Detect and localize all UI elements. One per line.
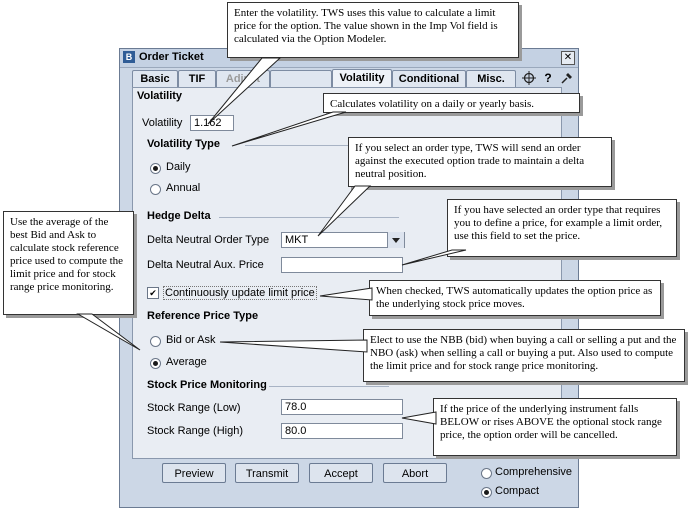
stock-monitoring-heading: Stock Price Monitoring (147, 379, 267, 391)
stock-range-high-label: Stock Range (High) (147, 425, 243, 437)
average-label: Average (166, 356, 207, 368)
radio-compact[interactable] (481, 487, 492, 498)
radio-bid-or-ask[interactable] (150, 336, 161, 347)
comprehensive-label: Comprehensive (495, 466, 573, 478)
compact-label: Compact (495, 485, 540, 497)
divider (245, 145, 405, 146)
pin-icon[interactable] (560, 71, 574, 85)
transmit-button[interactable]: Transmit (235, 463, 299, 483)
bid-or-ask-label: Bid or Ask (166, 334, 216, 346)
pointer-order-type (317, 185, 372, 237)
pointer-stock-range (401, 411, 437, 425)
callout-average: Use the average of the best Bid and Ask … (3, 211, 134, 315)
stock-range-low-label: Stock Range (Low) (147, 402, 241, 414)
pointer-average (76, 313, 141, 351)
continuous-update-label: Continuously update limit price (163, 286, 317, 300)
pointer-vol-type (231, 111, 347, 147)
divider (269, 386, 389, 387)
radio-average[interactable] (150, 358, 161, 369)
volatility-label: Volatility (142, 117, 183, 129)
radio-annual[interactable] (150, 184, 161, 195)
hedge-delta-heading: Hedge Delta (147, 210, 211, 222)
pointer-continuous (319, 287, 373, 301)
pointer-bid-ask (219, 339, 368, 353)
stock-range-low-input[interactable]: 78.0 (281, 399, 403, 415)
callout-volatility: Enter the volatility. TWS uses this valu… (227, 2, 519, 58)
accept-button[interactable]: Accept (309, 463, 373, 483)
callout-vol-type: Calculates volatility on a daily or year… (323, 93, 580, 113)
chevron-down-icon[interactable] (387, 232, 404, 248)
callout-aux-price: If you have selected an order type that … (447, 199, 677, 257)
volatility-input[interactable]: 1.162 (190, 115, 234, 131)
tab-volatility[interactable]: Volatility (332, 69, 392, 89)
volatility-heading: Volatility (137, 90, 183, 102)
close-button[interactable]: ✕ (561, 51, 575, 65)
radio-comprehensive[interactable] (481, 468, 492, 479)
order-type-select[interactable]: MKT (281, 232, 405, 248)
volatility-type-heading: Volatility Type (147, 138, 220, 150)
callout-continuous: When checked, TWS automatically updates … (369, 280, 661, 316)
callout-stock-range: If the price of the underlying instrumen… (433, 398, 677, 456)
preview-button[interactable]: Preview (162, 463, 226, 483)
aux-price-label: Delta Neutral Aux. Price (147, 259, 264, 271)
pointer-volatility (207, 57, 282, 125)
daily-label: Daily (166, 161, 191, 173)
radio-daily[interactable] (150, 163, 161, 174)
tab-basic[interactable]: Basic (132, 70, 178, 88)
pointer-aux-price (401, 249, 467, 266)
app-icon: B (123, 51, 135, 63)
tab-hidden[interactable] (270, 70, 332, 88)
order-type-value: MKT (285, 234, 309, 246)
divider (219, 217, 399, 218)
tab-conditional[interactable]: Conditional (392, 70, 466, 88)
annual-label: Annual (166, 182, 201, 194)
stock-range-high-input[interactable]: 80.0 (281, 423, 403, 439)
window-title: Order Ticket (139, 51, 204, 63)
callout-order-type: If you select an order type, TWS will se… (348, 137, 612, 187)
reference-price-heading: Reference Price Type (147, 310, 259, 322)
tab-misc[interactable]: Misc. (466, 70, 516, 88)
volatility-panel: Volatility Volatility 1.162 Volatility T… (132, 87, 562, 459)
tab-tif[interactable]: TIF (178, 70, 216, 88)
abort-button[interactable]: Abort (383, 463, 447, 483)
continuous-update-checkbox[interactable]: ✔ (147, 287, 159, 299)
help-icon[interactable]: ? (544, 71, 552, 85)
callout-bid-ask: Elect to use the NBB (bid) when buying a… (363, 329, 685, 382)
crosshair-icon[interactable] (522, 71, 536, 85)
order-type-label: Delta Neutral Order Type (147, 234, 270, 246)
